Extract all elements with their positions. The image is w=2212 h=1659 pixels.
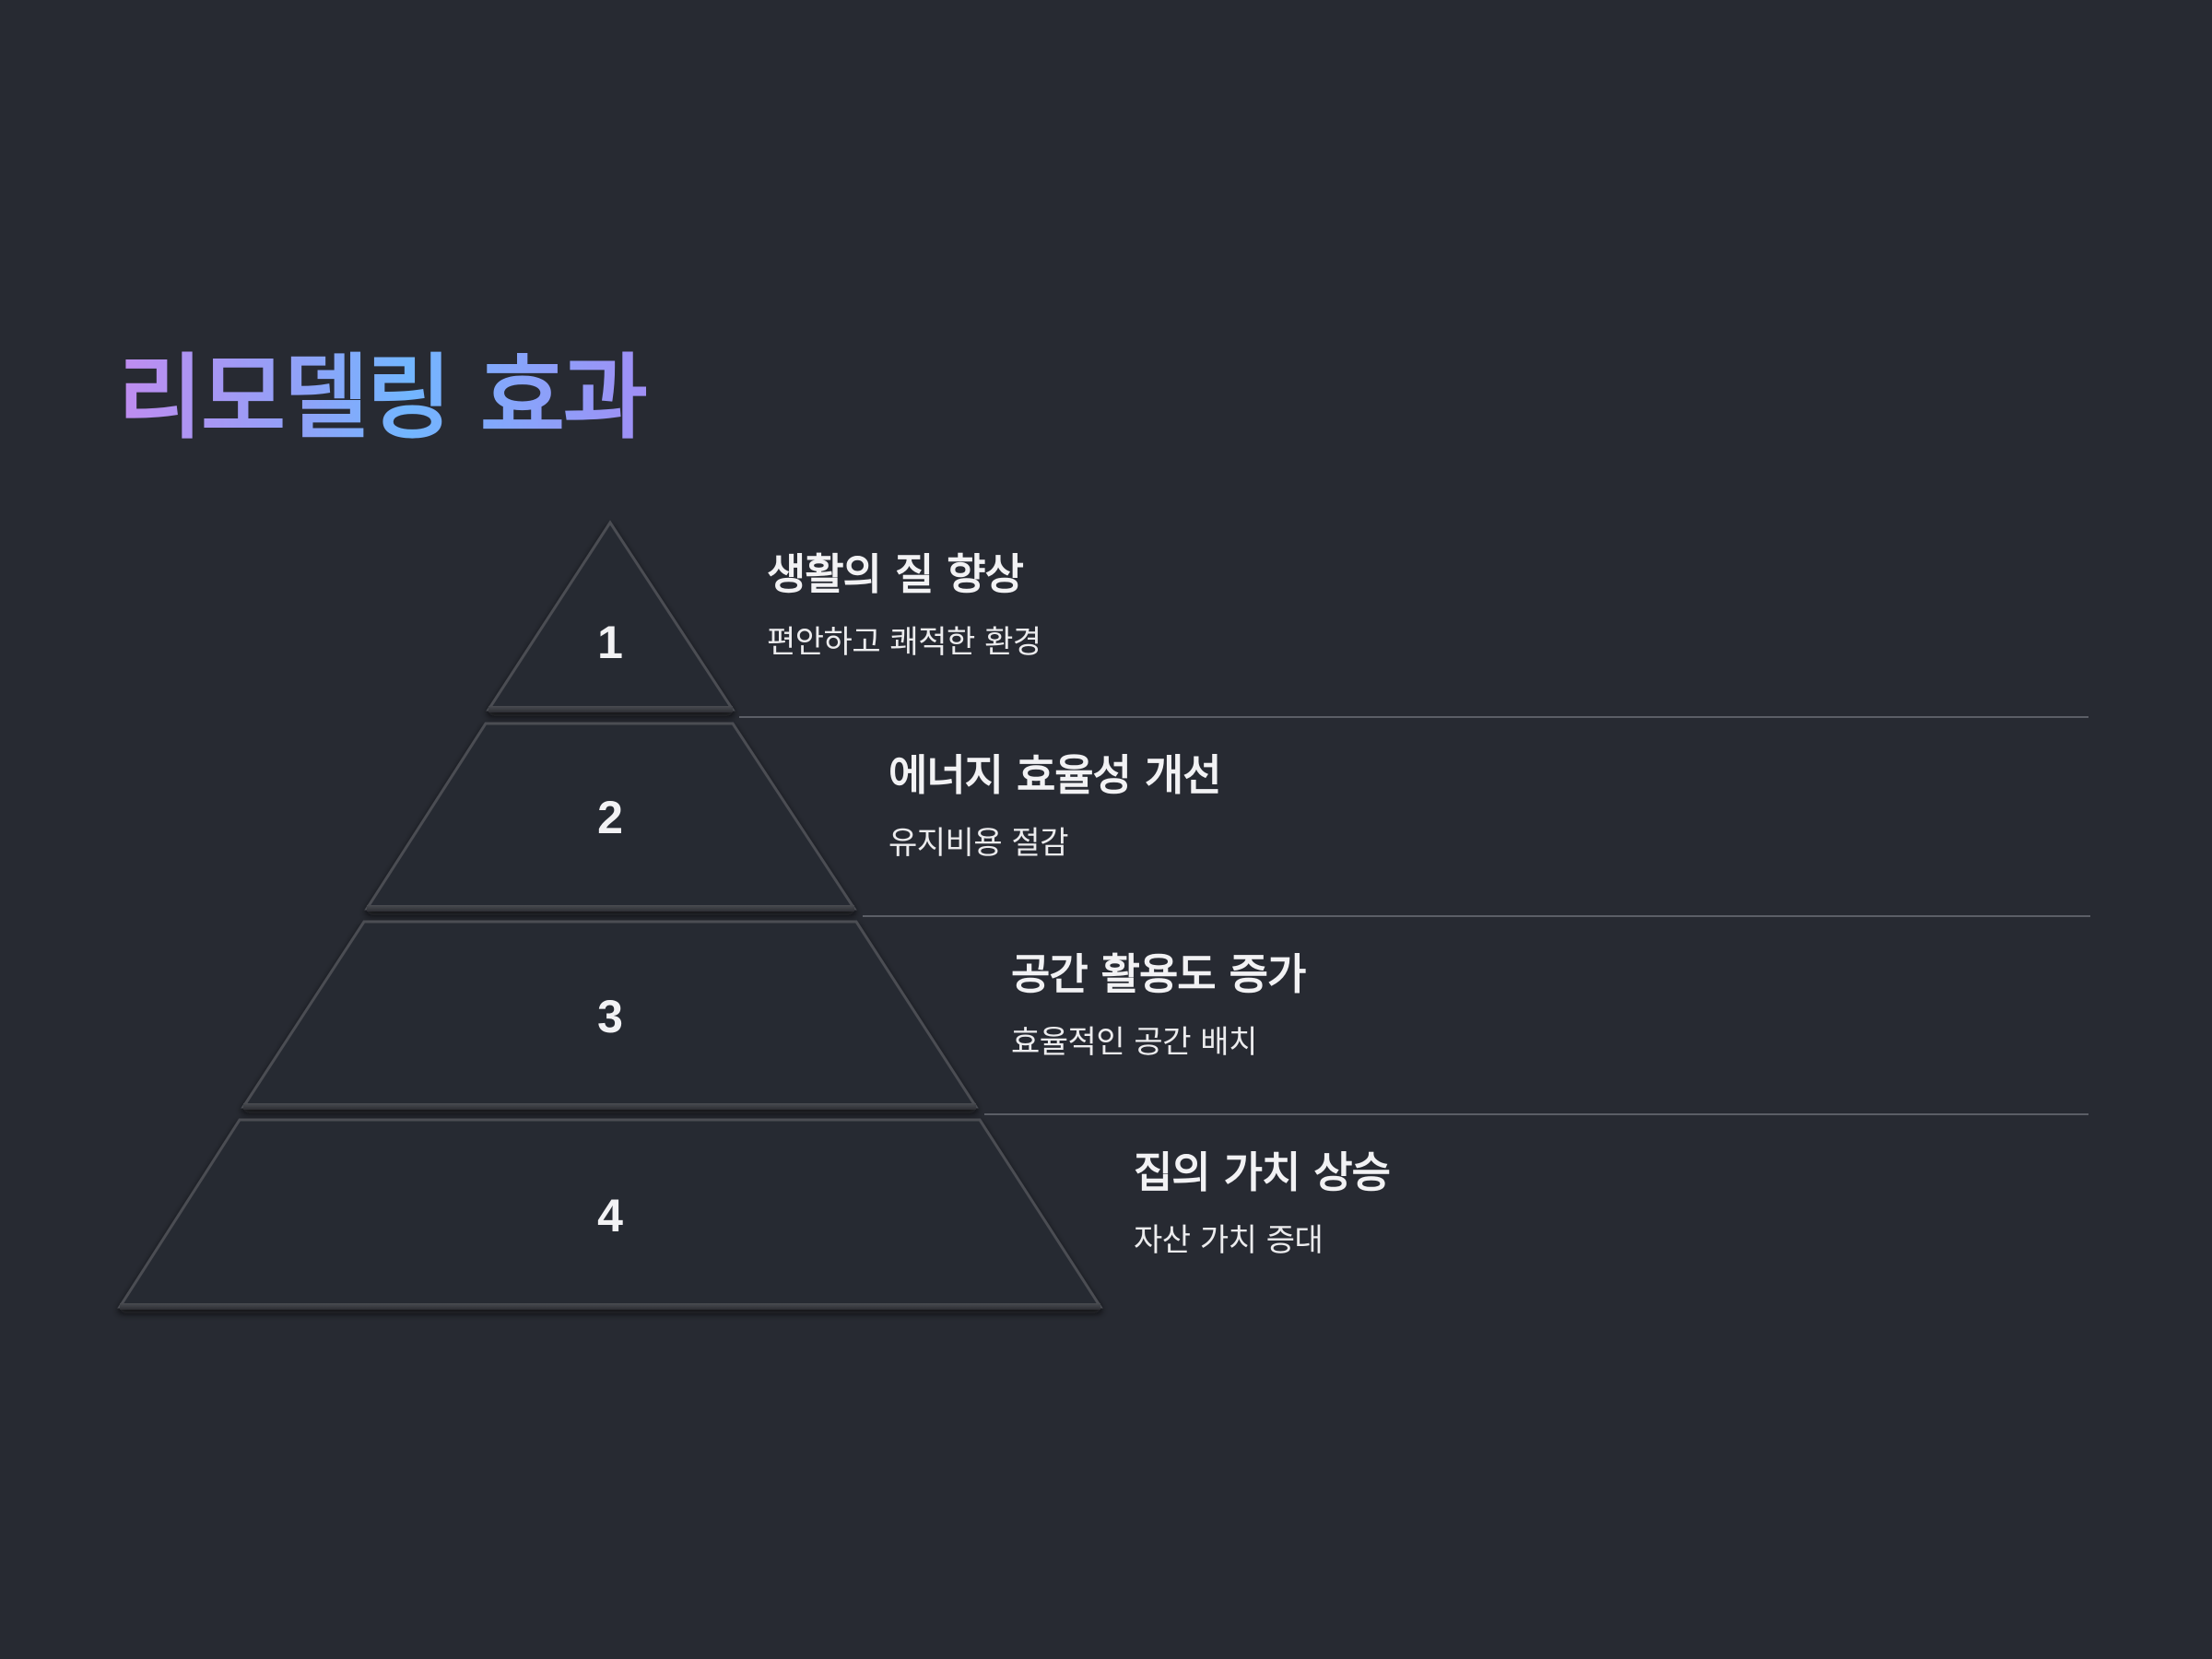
level-description: 효율적인 공간 배치 xyxy=(1011,1024,1257,1062)
level-heading: 에너지 효율성 개선 xyxy=(888,750,1222,800)
level-description: 자산 가치 증대 xyxy=(1134,1222,1324,1260)
level-heading: 생활의 질 향상 xyxy=(767,549,1024,599)
level-description: 편안하고 쾌적한 환경 xyxy=(767,624,1041,662)
tier-number-1: 1 xyxy=(597,617,623,668)
level-heading: 공간 활용도 증가 xyxy=(1011,949,1306,999)
divider-2 xyxy=(863,915,2090,917)
divider-1 xyxy=(739,716,2088,718)
divider-3 xyxy=(984,1113,2088,1115)
level-label-1: 생활의 질 향상 편안하고 쾌적한 환경 xyxy=(767,549,1041,662)
tier-number-4: 4 xyxy=(597,1190,623,1241)
level-heading: 집의 가치 상승 xyxy=(1134,1147,1391,1197)
pyramid-tier-1 xyxy=(486,520,735,712)
tier-number-2: 2 xyxy=(597,792,623,843)
level-label-3: 공간 활용도 증가 효율적인 공간 배치 xyxy=(1011,949,1306,1062)
pyramid-tier-4 xyxy=(117,1118,1103,1310)
level-label-2: 에너지 효율성 개선 유지비용 절감 xyxy=(888,750,1222,863)
pyramid-tier-3 xyxy=(241,920,979,1110)
level-label-4: 집의 가치 상승 자산 가치 증대 xyxy=(1134,1147,1391,1260)
pyramid-tier-2 xyxy=(364,722,857,912)
tier-number-3: 3 xyxy=(597,991,623,1042)
page-title: 리모델링 효과 xyxy=(118,344,648,452)
level-description: 유지비용 절감 xyxy=(888,825,1068,863)
